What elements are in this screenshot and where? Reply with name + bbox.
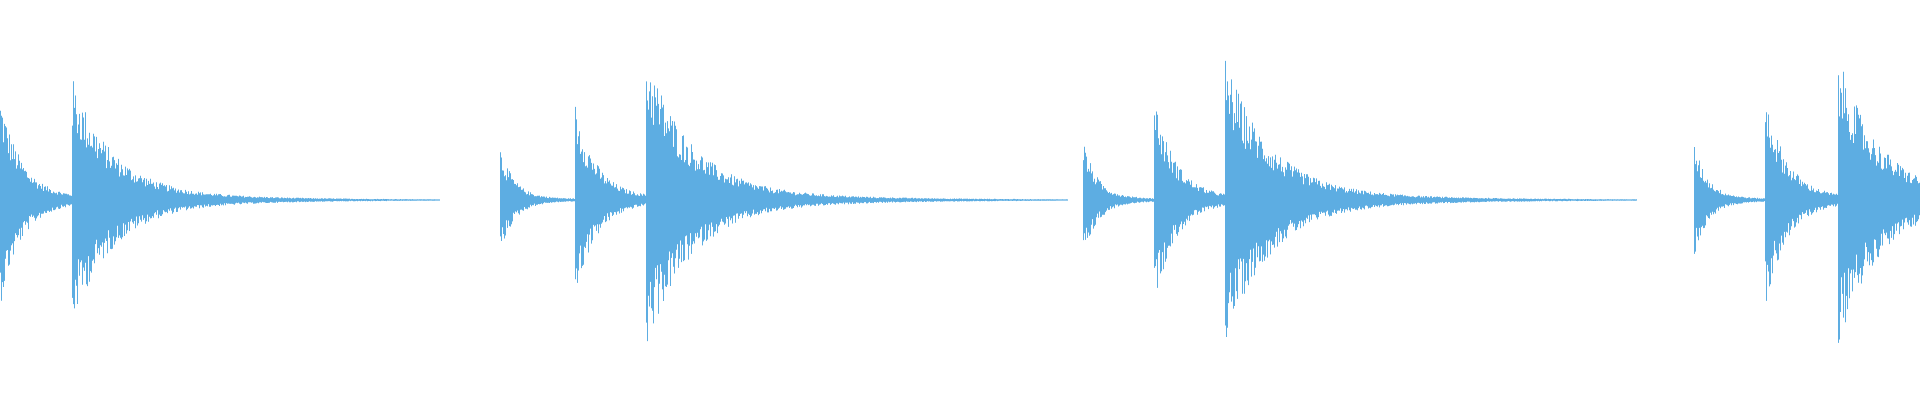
waveform-bars xyxy=(0,60,1920,343)
waveform-path xyxy=(0,60,1920,343)
